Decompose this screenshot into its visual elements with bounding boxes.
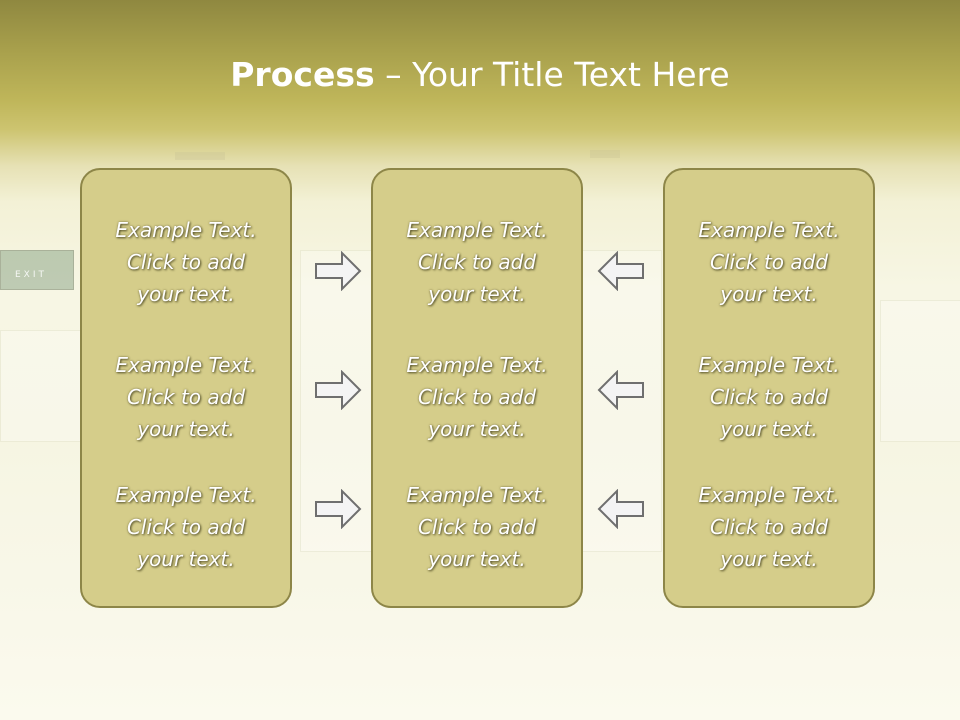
text-line: Example Text.: [115, 218, 257, 242]
text-line: Example Text.: [406, 218, 548, 242]
background-ceiling-light: [590, 150, 620, 158]
text-line: Example Text.: [406, 353, 548, 377]
process-text-block[interactable]: Example Text. Click to add your text.: [373, 214, 581, 310]
process-box-right[interactable]: Example Text. Click to add your text. Ex…: [663, 168, 875, 608]
text-line: Click to add: [417, 385, 537, 409]
process-box-left[interactable]: Example Text. Click to add your text. Ex…: [80, 168, 292, 608]
right-arrow-icon[interactable]: [314, 370, 362, 410]
text-line: Click to add: [417, 250, 537, 274]
left-arrow-icon[interactable]: [597, 251, 645, 291]
text-line: your text.: [720, 282, 818, 306]
text-line: Click to add: [126, 250, 246, 274]
text-line: Click to add: [126, 385, 246, 409]
process-text-block[interactable]: Example Text. Click to add your text.: [373, 349, 581, 445]
background-wall-panel: [0, 330, 82, 442]
slide-title-rest: – Your Title Text Here: [374, 55, 730, 94]
text-line: your text.: [720, 417, 818, 441]
text-line: your text.: [428, 547, 526, 571]
process-text-block[interactable]: Example Text. Click to add your text.: [82, 479, 290, 575]
text-line: Example Text.: [698, 353, 840, 377]
process-text-block[interactable]: Example Text. Click to add your text.: [665, 349, 873, 445]
process-text-block[interactable]: Example Text. Click to add your text.: [373, 479, 581, 575]
text-line: your text.: [137, 547, 235, 571]
slide-title[interactable]: Process – Your Title Text Here: [0, 52, 960, 98]
left-arrow-icon[interactable]: [597, 370, 645, 410]
left-arrow-icon[interactable]: [597, 489, 645, 529]
right-arrow-icon[interactable]: [314, 251, 362, 291]
text-line: your text.: [428, 417, 526, 441]
background-wall-panel: [880, 300, 960, 442]
process-box-middle[interactable]: Example Text. Click to add your text. Ex…: [371, 168, 583, 608]
text-line: your text.: [720, 547, 818, 571]
process-text-block[interactable]: Example Text. Click to add your text.: [82, 349, 290, 445]
text-line: Click to add: [709, 515, 829, 539]
text-line: Click to add: [417, 515, 537, 539]
text-line: Example Text.: [115, 483, 257, 507]
process-text-block[interactable]: Example Text. Click to add your text.: [82, 214, 290, 310]
process-text-block[interactable]: Example Text. Click to add your text.: [665, 214, 873, 310]
text-line: Example Text.: [406, 483, 548, 507]
background-ceiling-light: [175, 152, 225, 160]
text-line: Click to add: [126, 515, 246, 539]
right-arrow-icon[interactable]: [314, 489, 362, 529]
process-text-block[interactable]: Example Text. Click to add your text.: [665, 479, 873, 575]
text-line: Example Text.: [698, 483, 840, 507]
text-line: Click to add: [709, 250, 829, 274]
text-line: your text.: [137, 282, 235, 306]
slide-title-bold: Process: [230, 55, 375, 94]
text-line: Click to add: [709, 385, 829, 409]
text-line: Example Text.: [115, 353, 257, 377]
text-line: Example Text.: [698, 218, 840, 242]
text-line: your text.: [137, 417, 235, 441]
background-exit-sign: EXIT: [0, 250, 74, 290]
text-line: your text.: [428, 282, 526, 306]
